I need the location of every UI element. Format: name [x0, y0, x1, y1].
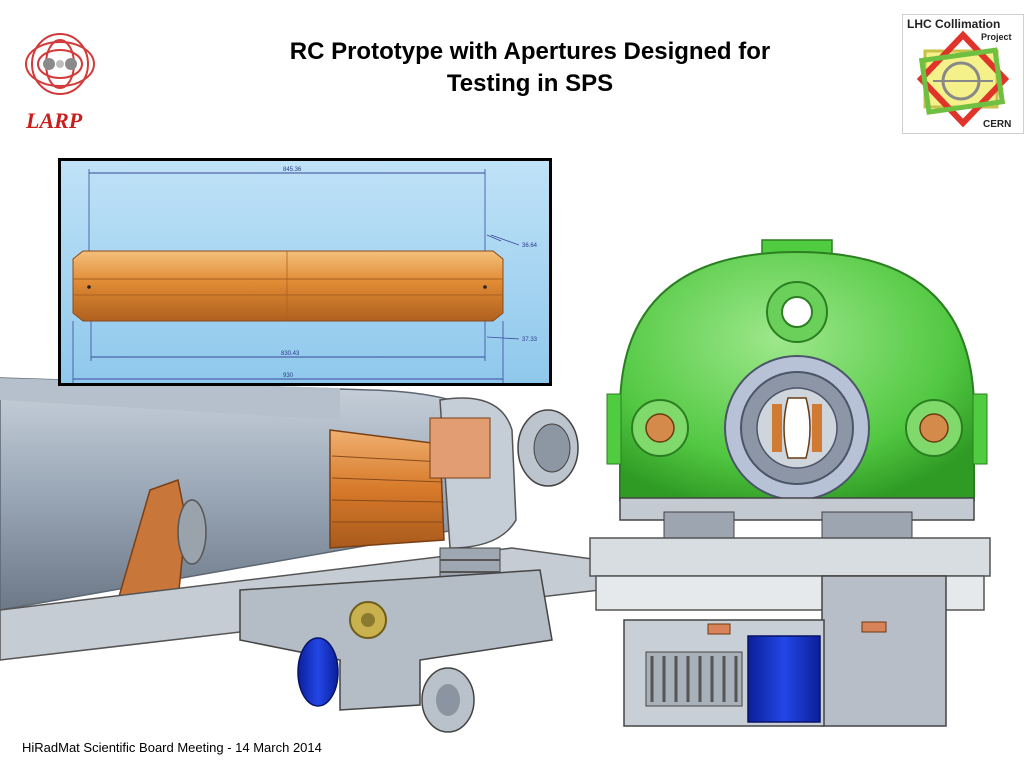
lhc-logo-line-1: LHC Collimation [907, 17, 1001, 31]
title-line-2: Testing in SPS [446, 70, 614, 97]
collimation-emblem-icon [916, 30, 1010, 128]
end-view [589, 239, 991, 727]
slide-footer: HiRadMat Scientific Board Meeting - 14 M… [22, 740, 322, 755]
dim-top-label: 845.36 [283, 167, 302, 173]
dim-right-upper-label: 36.64 [522, 243, 538, 249]
dim-right-lower-label: 37.33 [522, 337, 538, 343]
larp-logo [20, 22, 110, 142]
dim-middle-label: 830.43 [281, 351, 300, 357]
rod-drawing-inset: 845.36 36.64 830.43 37.33 930 [58, 158, 552, 386]
slide-title: RC Prototype with Apertures Designed for… [200, 36, 860, 100]
lhc-logo-line-2: Project [981, 32, 1012, 42]
lhc-logo-line-3: CERN [983, 119, 1012, 130]
larp-emblem-icon [25, 33, 95, 95]
isometric-assembly-view [0, 377, 601, 733]
title-line-1: RC Prototype with Apertures Designed for [289, 38, 771, 65]
dim-bottom-label: 930 [283, 373, 294, 379]
rod-dimension-drawing: 845.36 36.64 830.43 37.33 930 [72, 167, 538, 383]
larp-logo-text: LARP [26, 108, 83, 133]
